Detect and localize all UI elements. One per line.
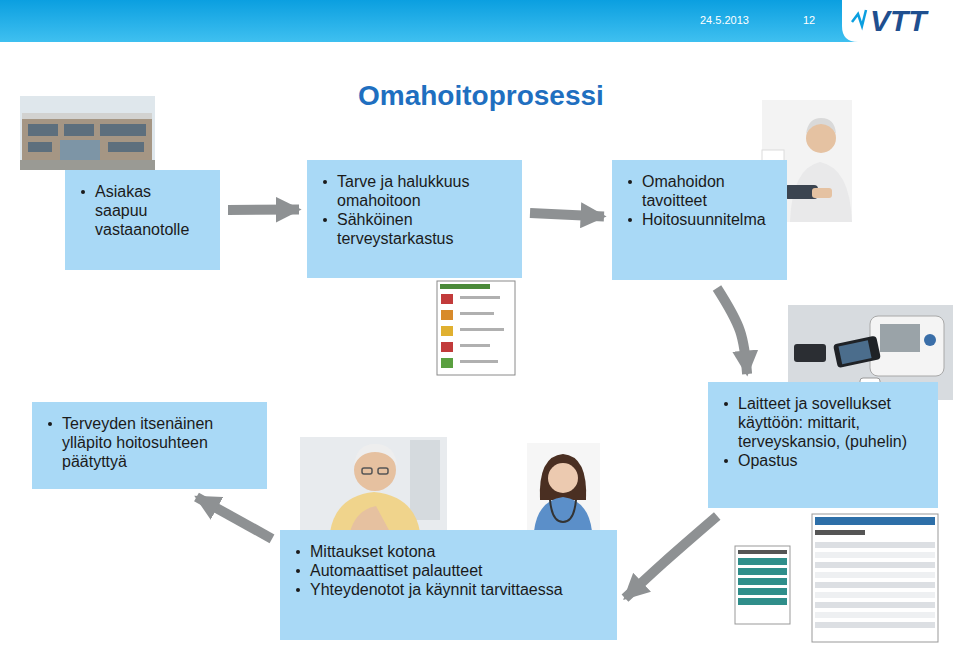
logo-wave: [852, 10, 866, 26]
bullet-dot: [296, 569, 300, 573]
flow-arrow: [717, 288, 747, 374]
building-photo: [20, 96, 155, 170]
flow-arrow: [625, 516, 717, 598]
bullet-dot: [81, 190, 85, 194]
box-text: Mittaukset kotona: [310, 542, 435, 561]
bullet-dot: [323, 180, 327, 184]
bullet-item: Omahoidon tavoitteet: [624, 172, 773, 210]
web-screenshot: [812, 514, 938, 642]
bullet-item: Sähköinen terveystarkastus: [319, 210, 508, 248]
logo-text: VTT: [870, 4, 927, 38]
bullet-item: Tarve ja halukkuus omahoitoon: [319, 172, 508, 210]
page-number: 12: [803, 14, 815, 26]
bullet-dot: [48, 422, 52, 426]
nurse-photo: [527, 443, 600, 531]
box-text: Hoitosuunnitelma: [642, 210, 766, 229]
box-text: Omahoidon tavoitteet: [642, 172, 773, 210]
flow-arrow: [197, 497, 273, 539]
bullet-item: Asiakas saapuu vastaanotolle: [77, 182, 206, 239]
bullet-dot: [296, 550, 300, 554]
app-screenshot: [735, 546, 790, 624]
box-text: Asiakas saapuu vastaanotolle: [95, 182, 206, 239]
box-text: Opastus: [738, 451, 798, 470]
bullet-item: Terveyden itsenäinen ylläpito hoitosuhte…: [44, 414, 253, 471]
bullet-dot: [323, 218, 327, 222]
bullet-dot: [628, 218, 632, 222]
bullet-item: Mittaukset kotona: [292, 542, 603, 561]
box-text: Laitteet ja sovellukset käyttöön: mittar…: [738, 394, 924, 451]
header-bar: [0, 0, 960, 42]
bullet-dot: [296, 588, 300, 592]
diagram-title: Omahoitoprosessi: [358, 80, 604, 112]
bullet-dot: [724, 402, 728, 406]
box-text: Automaattiset palautteet: [310, 561, 483, 580]
box-text: Yhteydenotot ja käynnit tarvittaessa: [310, 580, 563, 599]
flow-arrow: [228, 205, 299, 215]
date-label: 24.5.2013: [700, 14, 749, 26]
box-text: Terveyden itsenäinen ylläpito hoitosuhte…: [62, 414, 253, 471]
process-box: Omahoidon tavoitteetHoitosuunnitelma: [612, 160, 787, 280]
box-text: Sähköinen terveystarkastus: [337, 210, 508, 248]
bullet-dot: [628, 180, 632, 184]
bullet-item: Opastus: [720, 451, 924, 470]
process-box: Tarve ja halukkuus omahoitoonSähköinen t…: [307, 160, 522, 278]
bullet-item: Automaattiset palautteet: [292, 561, 603, 580]
bullet-item: Hoitosuunnitelma: [624, 210, 773, 229]
process-box: Asiakas saapuu vastaanotolle: [65, 170, 220, 270]
bullet-item: Yhteydenotot ja käynnit tarvittaessa: [292, 580, 603, 599]
man-photo: [300, 437, 447, 532]
logo-tab: [842, 0, 960, 42]
process-box: Laitteet ja sovellukset käyttöön: mittar…: [708, 382, 938, 508]
screenshot: [437, 281, 515, 375]
bullet-dot: [724, 459, 728, 463]
box-text: Tarve ja halukkuus omahoitoon: [337, 172, 508, 210]
process-box: Terveyden itsenäinen ylläpito hoitosuhte…: [32, 402, 267, 489]
flow-arrow: [530, 213, 604, 216]
process-box: Mittaukset kotonaAutomaattiset palauttee…: [280, 530, 617, 640]
bullet-item: Laitteet ja sovellukset käyttöön: mittar…: [720, 394, 924, 451]
